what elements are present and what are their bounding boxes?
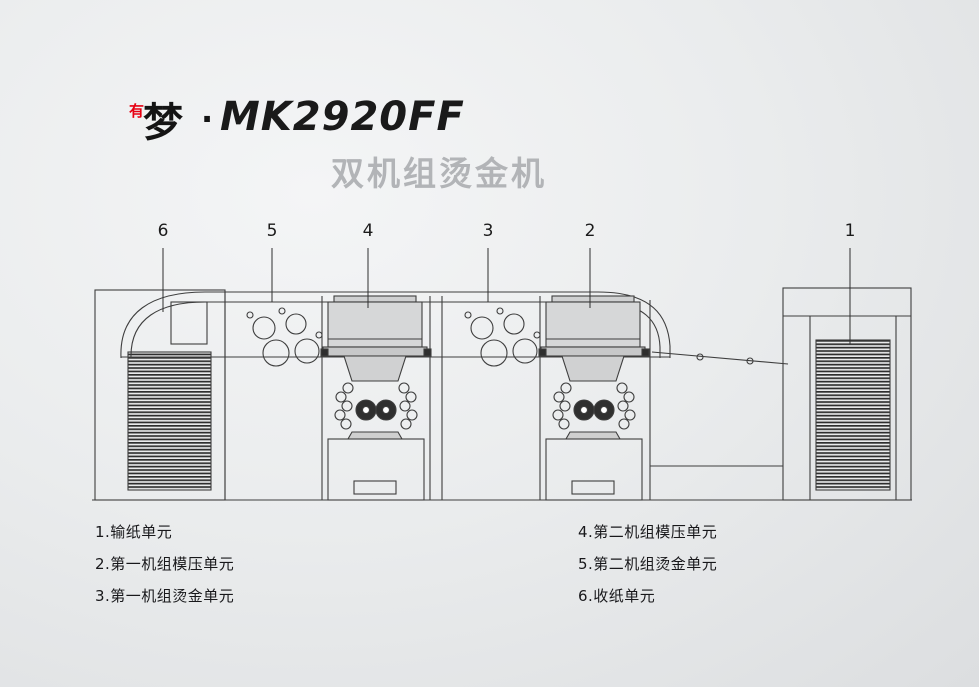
callout-number-1: 1 — [844, 221, 856, 241]
legend-item-3: 3.第一机组烫金单元 — [95, 587, 235, 605]
legend-item-2: 2.第一机组模压单元 — [95, 555, 235, 573]
model-name: MK2920FF — [220, 94, 465, 140]
machine-outline — [92, 287, 912, 501]
feeder-unit-drawing — [782, 287, 912, 501]
brand-char-meng: 梦 — [143, 100, 183, 146]
callout-number-5: 5 — [266, 221, 278, 241]
delivery-unit-drawing — [94, 289, 226, 501]
legend-item-1: 1.输纸单元 — [95, 523, 173, 541]
legend-item-4: 4.第二机组模压单元 — [578, 523, 718, 541]
callout-number-3: 3 — [482, 221, 494, 241]
stamping-station-1-drawing — [465, 296, 649, 500]
callout-lines — [162, 248, 851, 344]
stamping-station-2-drawing — [247, 296, 431, 500]
legend-item-6: 6.收纸单元 — [578, 587, 656, 605]
brand-dot: · — [201, 100, 214, 138]
callout-number-6: 6 — [157, 221, 169, 241]
callout-number-2: 2 — [584, 221, 596, 241]
brand-char-you: 有 — [129, 102, 145, 120]
machine-subtitle: 双机组烫金机 — [331, 154, 547, 193]
legend-item-5: 5.第二机组烫金单元 — [578, 555, 718, 573]
callout-number-4: 4 — [362, 221, 374, 241]
